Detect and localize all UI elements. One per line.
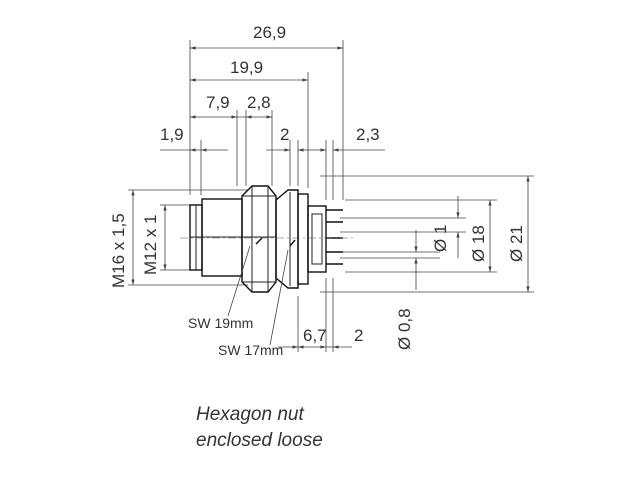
dim-pin-diameter: Ø 1 <box>431 225 450 252</box>
dimension-lines-top <box>160 46 385 152</box>
label-sw19: SW 19mm <box>188 315 253 331</box>
dim-length-2: 2 <box>280 125 289 144</box>
note-line-1: Hexagon nut <box>196 404 304 425</box>
dim-thread-inner: M12 x 1 <box>141 215 160 275</box>
dim-length-19-9: 19,9 <box>230 58 263 77</box>
dimension-lines-left <box>128 189 248 286</box>
dim-length-6-7: 6,7 <box>303 326 327 345</box>
dim-length-7-9: 7,9 <box>206 93 230 112</box>
dim-pcb-diameter-18: Ø 18 <box>469 225 488 262</box>
dim-length-1-9: 1,9 <box>160 125 184 144</box>
leader-lines <box>227 245 289 346</box>
dim-length-2-bottom: 2 <box>354 326 363 345</box>
label-sw17: SW 17mm <box>218 342 283 358</box>
dim-thread-outer: M16 x 1,5 <box>109 213 128 288</box>
dim-overall-length: 26,9 <box>253 23 286 42</box>
dim-length-2-3: 2,3 <box>356 125 380 144</box>
note-line-2: enclosed loose <box>196 430 323 451</box>
dim-length-2-8: 2,8 <box>247 93 271 112</box>
dimension-lines-right <box>320 175 534 293</box>
dim-flange-diameter-21: Ø 21 <box>507 225 526 262</box>
dim-pin-diameter-0-8: Ø 0,8 <box>395 308 414 350</box>
connector-body <box>189 185 343 293</box>
